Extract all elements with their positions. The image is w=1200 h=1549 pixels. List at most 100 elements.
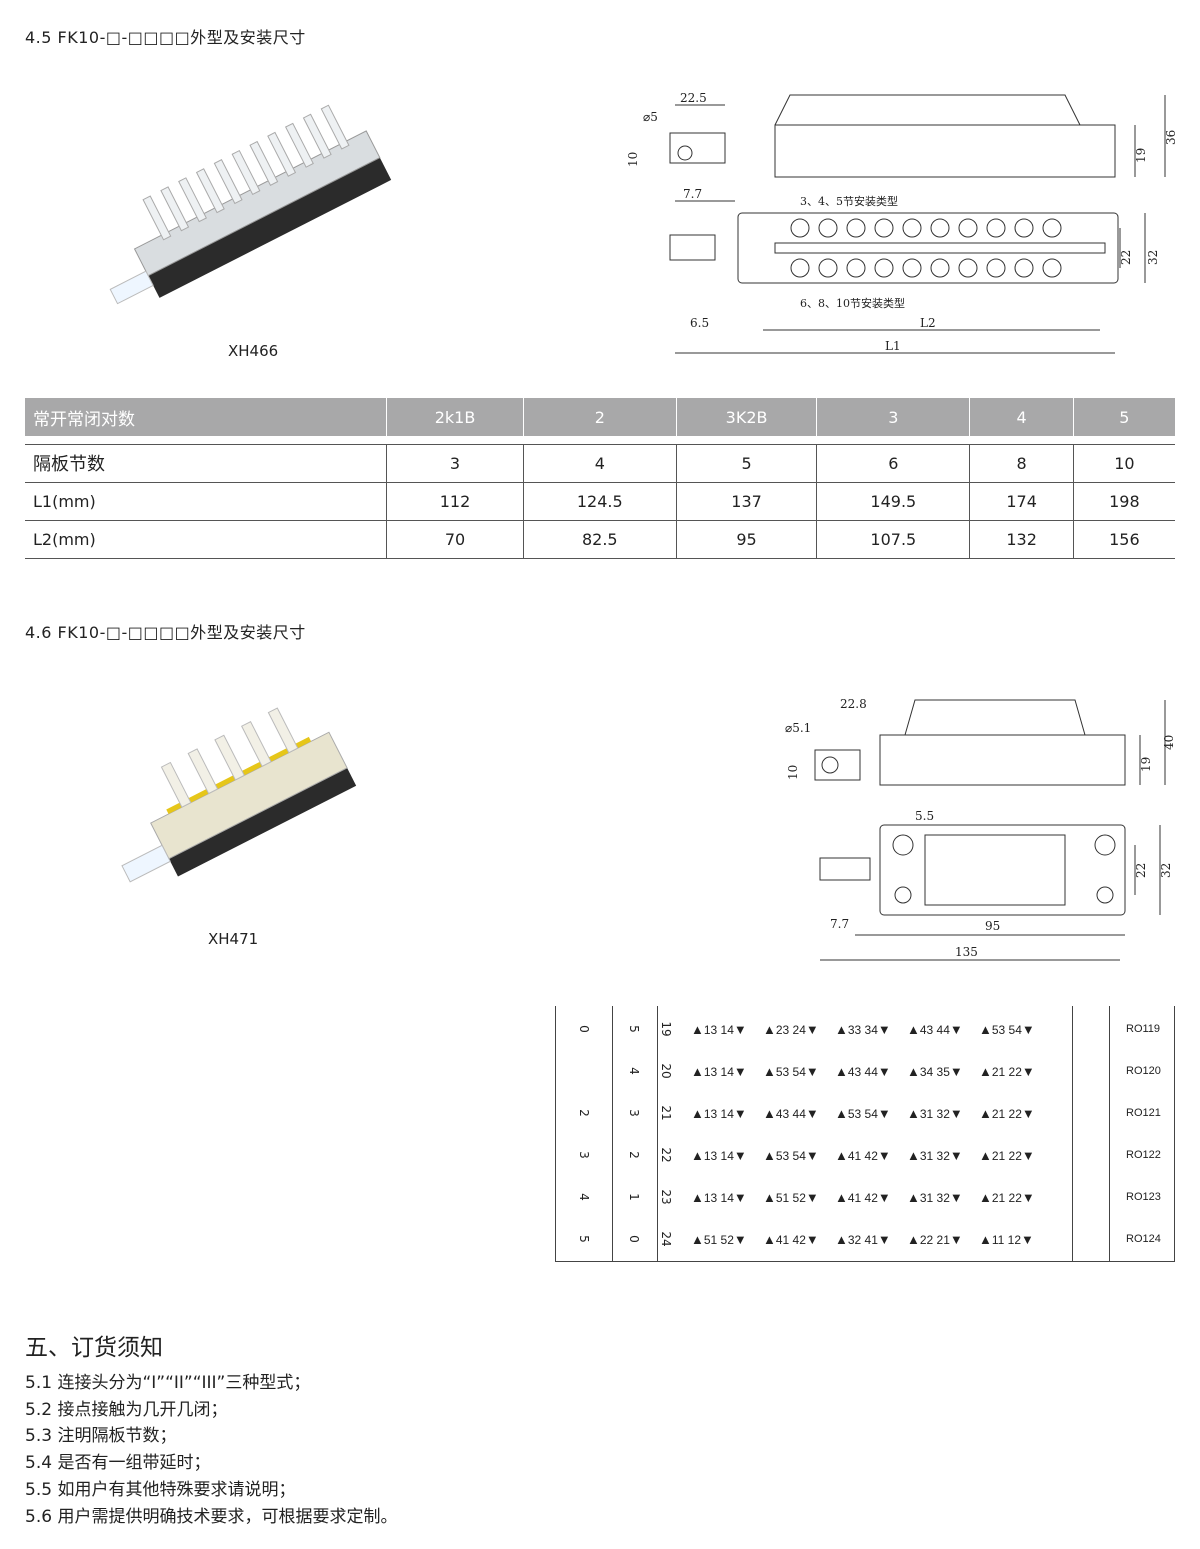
triangle-up-icon: ▲ xyxy=(835,1064,848,1079)
dimension-drawing-4-6: 22.8 ⌀5.1 10 40 19 5.5 22 32 7.7 95 135 xyxy=(785,697,1176,961)
row-number: 19 xyxy=(659,1021,673,1037)
product-photo-xh466 xyxy=(109,104,392,305)
triangle-down-icon: ▼ xyxy=(1021,1022,1035,1037)
cell: 3 xyxy=(386,443,524,483)
contact-pair: ▲53 54▼ xyxy=(979,1022,1035,1037)
header-cell: 5 xyxy=(1073,398,1175,436)
cell: 132 xyxy=(969,520,1074,559)
contact-pair: ▲21 22▼ xyxy=(979,1148,1035,1163)
contact-pair: ▲43 44▼ xyxy=(907,1022,963,1037)
triangle-up-icon: ▲ xyxy=(691,1190,704,1205)
col-a-value: 5 xyxy=(577,1235,591,1243)
contact-label: 43 44 xyxy=(847,1065,878,1079)
contact-pair: ▲51 52▼ xyxy=(763,1190,819,1205)
col-b-value: 1 xyxy=(627,1193,641,1201)
contact-pair: ▲34 35▼ xyxy=(907,1064,963,1079)
triangle-up-icon: ▲ xyxy=(763,1064,776,1079)
ordering-heading: 五、订货须知 xyxy=(25,1335,163,1361)
photo-caption-xh471: XH471 xyxy=(208,930,259,948)
cell: 隔板节数 xyxy=(25,443,388,483)
ordering-item: 5.1 连接头分为“I”“II”“III”三种型式； xyxy=(25,1373,311,1393)
triangle-up-icon: ▲ xyxy=(979,1064,992,1079)
contact-label: 31 32 xyxy=(919,1191,950,1205)
contact-pair: ▲32 41▼ xyxy=(835,1232,891,1247)
contact-label: 21 22 xyxy=(991,1149,1022,1163)
dim-5-5: 5.5 xyxy=(915,809,934,823)
dim-22: 22 xyxy=(1119,250,1133,265)
triangle-up-icon: ▲ xyxy=(835,1190,848,1205)
triangle-up-icon: ▲ xyxy=(691,1106,704,1121)
contact-pair: ▲23 24▼ xyxy=(763,1022,819,1037)
col-a-value: 4 xyxy=(577,1193,591,1201)
contact-label: 33 34 xyxy=(847,1023,878,1037)
cell: 112 xyxy=(386,482,524,521)
contact-label: 34 35 xyxy=(919,1065,950,1079)
cell: 137 xyxy=(676,482,818,521)
contact-label: 53 54 xyxy=(775,1065,806,1079)
dim-22-5: 22.5 xyxy=(680,91,707,105)
ordering-item: 5.3 注明隔板节数； xyxy=(25,1426,177,1446)
col-a-value: 0 xyxy=(577,1025,591,1033)
divider xyxy=(657,1006,658,1261)
triangle-down-icon: ▼ xyxy=(1021,1232,1034,1247)
triangle-up-icon: ▲ xyxy=(979,1022,992,1037)
header-cell: 3 xyxy=(816,398,971,436)
contact-pair: ▲21 22▼ xyxy=(979,1190,1035,1205)
cell: 70 xyxy=(386,520,524,559)
contact-pair: ▲13 14▼ xyxy=(691,1064,747,1079)
dim-L2: L2 xyxy=(920,316,936,330)
triangle-up-icon: ▲ xyxy=(907,1022,920,1037)
cell: 174 xyxy=(969,482,1074,521)
triangle-up-icon: ▲ xyxy=(691,1148,704,1163)
contact-label: 43 44 xyxy=(775,1107,806,1121)
triangle-down-icon: ▼ xyxy=(949,1022,963,1037)
contact-label: 13 14 xyxy=(703,1065,734,1079)
cell: 6 xyxy=(816,443,971,483)
triangle-up-icon: ▲ xyxy=(907,1148,920,1163)
contact-label: 41 42 xyxy=(847,1149,878,1163)
contact-pair: ▲43 44▼ xyxy=(835,1064,891,1079)
contact-label: 53 54 xyxy=(775,1149,806,1163)
triangle-up-icon: ▲ xyxy=(763,1106,776,1121)
contact-label: 23 24 xyxy=(775,1023,806,1037)
contact-pair: ▲41 42▼ xyxy=(763,1232,819,1247)
triangle-up-icon: ▲ xyxy=(835,1232,848,1247)
triangle-down-icon: ▼ xyxy=(805,1106,819,1121)
ordering-item: 5.4 是否有一组带延时； xyxy=(25,1453,211,1473)
triangle-down-icon: ▼ xyxy=(805,1148,819,1163)
col-b-value: 2 xyxy=(627,1151,641,1159)
contact-label: 31 32 xyxy=(919,1107,950,1121)
triangle-down-icon: ▼ xyxy=(877,1148,891,1163)
header-cell: 常开常闭对数 xyxy=(25,398,388,436)
model-code: RO123 xyxy=(1126,1191,1161,1203)
contact-label: 53 54 xyxy=(847,1107,878,1121)
triangle-down-icon: ▼ xyxy=(877,1022,891,1037)
contact-pair: ▲53 54▼ xyxy=(835,1106,891,1121)
contact-pair: ▲51 52▼ xyxy=(691,1232,747,1247)
contact-label: 11 12 xyxy=(991,1233,1022,1247)
triangle-up-icon: ▲ xyxy=(907,1064,920,1079)
product-photo-xh471 xyxy=(121,707,357,883)
row-number: 22 xyxy=(659,1147,673,1163)
contact-pair: ▲53 54▼ xyxy=(763,1148,819,1163)
triangle-down-icon: ▼ xyxy=(877,1232,891,1247)
contact-pair: ▲43 44▼ xyxy=(763,1106,819,1121)
table-header-row: 常开常闭对数 2k1B 2 3K2B 3 4 5 xyxy=(25,398,1175,436)
contact-pair: ▲41 42▼ xyxy=(835,1190,891,1205)
ordering-item: 5.5 如用户有其他特殊要求请说明； xyxy=(25,1480,296,1500)
section-title-4-5: 4.5 FK10-□-□□□□外型及安装尺寸 xyxy=(25,28,306,47)
section-title-4-6: 4.6 FK10-□-□□□□外型及安装尺寸 xyxy=(25,623,306,642)
triangle-down-icon: ▼ xyxy=(733,1148,747,1163)
header-cell: 3K2B xyxy=(676,398,818,436)
triangle-up-icon: ▲ xyxy=(907,1232,920,1247)
dim-32: 32 xyxy=(1146,250,1160,265)
triangle-down-icon: ▼ xyxy=(733,1106,747,1121)
dim-22: 22 xyxy=(1134,863,1148,878)
model-code: RO119 xyxy=(1126,1023,1161,1035)
contact-pair: ▲13 14▼ xyxy=(691,1106,747,1121)
